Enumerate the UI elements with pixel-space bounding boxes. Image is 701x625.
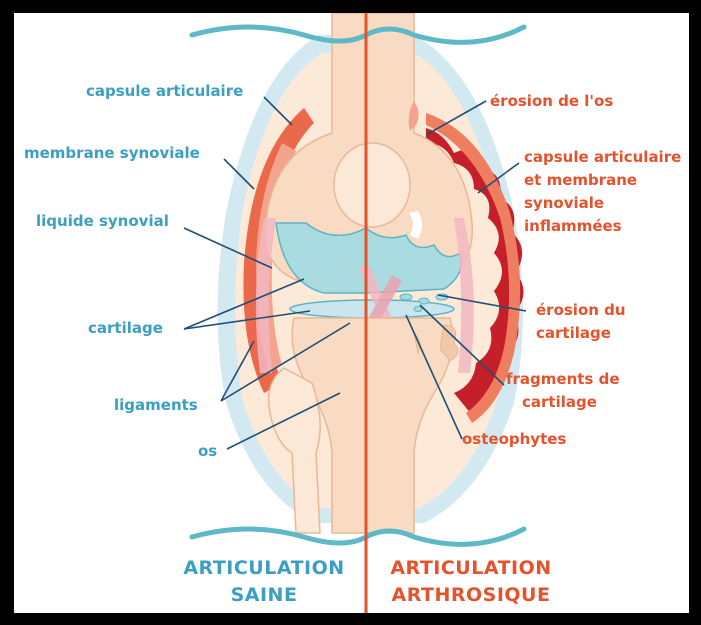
caption-arthritic-line2: ARTHROSIQUE — [376, 582, 566, 609]
label-capsule-inflamed-3: synoviale — [524, 193, 604, 213]
caption-healthy-line1: ARTICULATION — [174, 555, 354, 582]
label-os: os — [198, 441, 217, 461]
caption-arthritic-line1: ARTICULATION — [376, 555, 566, 582]
diagram-frame: capsule articulaire membrane synoviale l… — [14, 13, 689, 613]
label-capsule-inflamed-1: capsule articulaire — [524, 147, 681, 167]
label-capsule-articulaire: capsule articulaire — [86, 81, 243, 101]
label-erosion-os: érosion de l'os — [490, 91, 613, 111]
label-cartilage: cartilage — [88, 318, 163, 338]
label-membrane-synoviale: membrane synoviale — [24, 143, 200, 163]
label-erosion-cartilage-1: érosion du — [536, 300, 626, 320]
label-capsule-inflamed-2: et membrane — [524, 170, 637, 190]
label-erosion-cartilage-2: cartilage — [536, 323, 611, 343]
label-capsule-inflamed-4: inflammées — [524, 216, 622, 236]
label-fragments-2: cartilage — [522, 392, 597, 412]
caption-healthy-line2: SAINE — [174, 582, 354, 609]
label-ligaments: ligaments — [114, 395, 198, 415]
label-liquide-synovial: liquide synovial — [36, 211, 169, 231]
label-osteophytes: osteophytes — [462, 429, 566, 449]
label-fragments-1: fragments de — [506, 369, 620, 389]
